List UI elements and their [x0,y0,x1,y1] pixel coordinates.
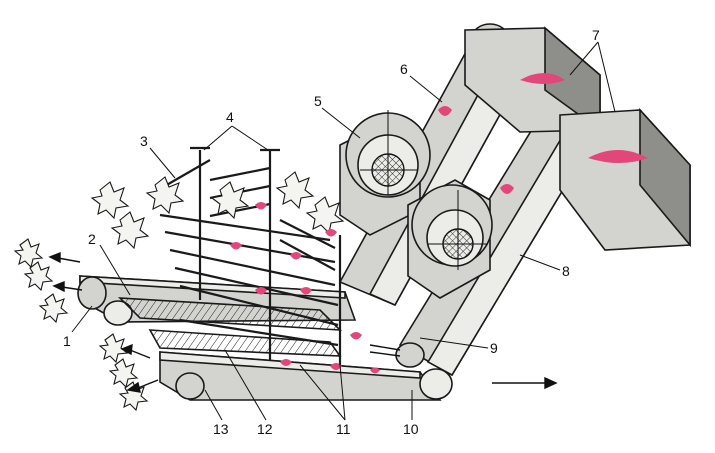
lower-conveyor [159,351,453,401]
label-8: 8 [562,263,570,279]
label-3: 3 [140,133,148,149]
leader-lines [71,41,616,421]
label-11: 11 [336,421,351,437]
label-12: 12 [257,421,273,437]
label-10: 10 [403,421,419,437]
label-9: 9 [490,340,498,356]
label-5: 5 [314,93,322,109]
label-1: 1 [63,333,71,349]
label-6: 6 [400,61,408,77]
label-2: 2 [88,231,96,247]
fan-upper [339,110,431,236]
direction-arrows [48,251,558,393]
collection-bins [464,26,691,251]
label-13: 13 [213,421,229,437]
fan-lower [407,179,493,299]
berries [230,202,362,340]
label-7: 7 [592,27,600,43]
label-4: 4 [226,109,234,125]
stripper-rakes [157,146,342,365]
leaves [13,171,345,412]
callout-labels: 1 2 3 4 5 6 7 8 9 10 11 12 13 [63,27,600,437]
